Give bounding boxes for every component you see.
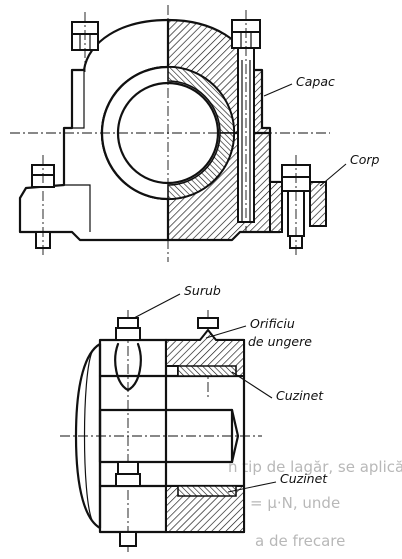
cap-bolt-left (71, 12, 99, 72)
bleed-through-text: n tip de lagăr, se aplică lege = μ·N, un… (228, 458, 402, 550)
corp-leader (319, 163, 347, 187)
surub-leader (133, 293, 181, 319)
cap-bolt-right (231, 10, 261, 232)
label-cuzinet-upper: Cuzinet (276, 388, 324, 403)
base-step-left (64, 184, 91, 232)
label-capac: Capac (296, 74, 335, 89)
foot-bolt-left (31, 155, 55, 255)
bleed-line-2: = μ·N, unde (250, 494, 340, 512)
label-orificiu-line1: Orificiu (250, 316, 295, 331)
flange-inner (83, 351, 93, 521)
cuzinet-upper-leader (231, 371, 273, 399)
cap-step-left (72, 70, 85, 129)
cap-section (165, 328, 245, 377)
shaft (98, 408, 234, 464)
side-bolt-lower (115, 461, 141, 547)
front-view: Capac Corp (10, 5, 380, 262)
upper-bushing-section (177, 365, 237, 377)
cuzinet-lower-leader (227, 481, 277, 493)
orificiu-leader (205, 325, 247, 339)
side-view: Surub Orificiu de ungere Cuzinet Cuzinet (60, 283, 328, 552)
bleed-line-3: a de frecare (255, 532, 345, 550)
foot-bolt-right (269, 155, 327, 255)
label-cuzinet-lower: Cuzinet (280, 471, 328, 486)
bleed-line-1: n tip de lagăr, se aplică lege (228, 458, 402, 476)
capac-leader (263, 83, 293, 97)
side-bolt-upper (114, 317, 142, 392)
label-orificiu-line2: de ungere (248, 334, 312, 349)
shaft-end (230, 408, 240, 464)
label-corp: Corp (350, 152, 380, 167)
label-surub: Surub (184, 283, 221, 298)
side-bolt-right (197, 317, 219, 329)
lower-bushing-section (177, 485, 237, 497)
